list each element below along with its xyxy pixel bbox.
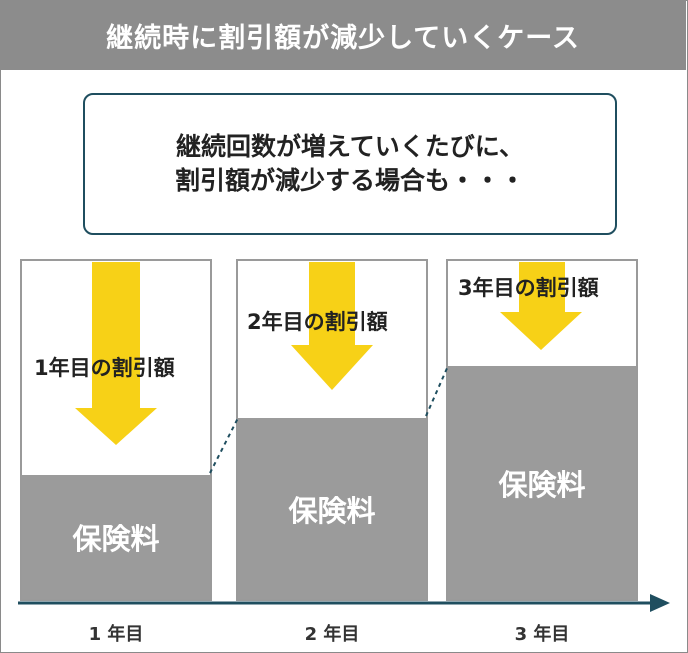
year-1-discount-label: 1年目の割引額	[34, 356, 175, 380]
year-2-axis-label: 2 年目	[304, 624, 360, 645]
year-1-discount-arrow	[75, 262, 157, 445]
year-2-premium: 保険料	[238, 418, 426, 599]
year-3-discount-arrow	[500, 262, 582, 350]
callout-line-1: 継続回数が増えていくたびに、	[175, 132, 524, 161]
header-title: 継続時に割引額が減少していくケース	[0, 0, 686, 70]
year-2-discount-label: 2年目の割引額	[247, 310, 388, 334]
year-3-axis-label: 3 年目	[514, 624, 570, 645]
callout-box: 継続回数が増えていくたびに、 割引額が減少する場合も・・・	[83, 93, 617, 235]
year-1-axis-label: 1 年目	[88, 624, 144, 645]
time-axis-arrowhead	[650, 594, 670, 612]
year-1-premium: 保険料	[22, 475, 210, 599]
callout-line-2: 割引額が減少する場合も・・・	[174, 166, 525, 195]
year-3-discount-label: 3年目の割引額	[458, 276, 599, 300]
year-3-premium: 保険料	[448, 366, 636, 599]
connector-2-3	[425, 365, 449, 417]
connector-1-2	[209, 417, 239, 474]
year-2-discount-arrow	[291, 262, 373, 390]
